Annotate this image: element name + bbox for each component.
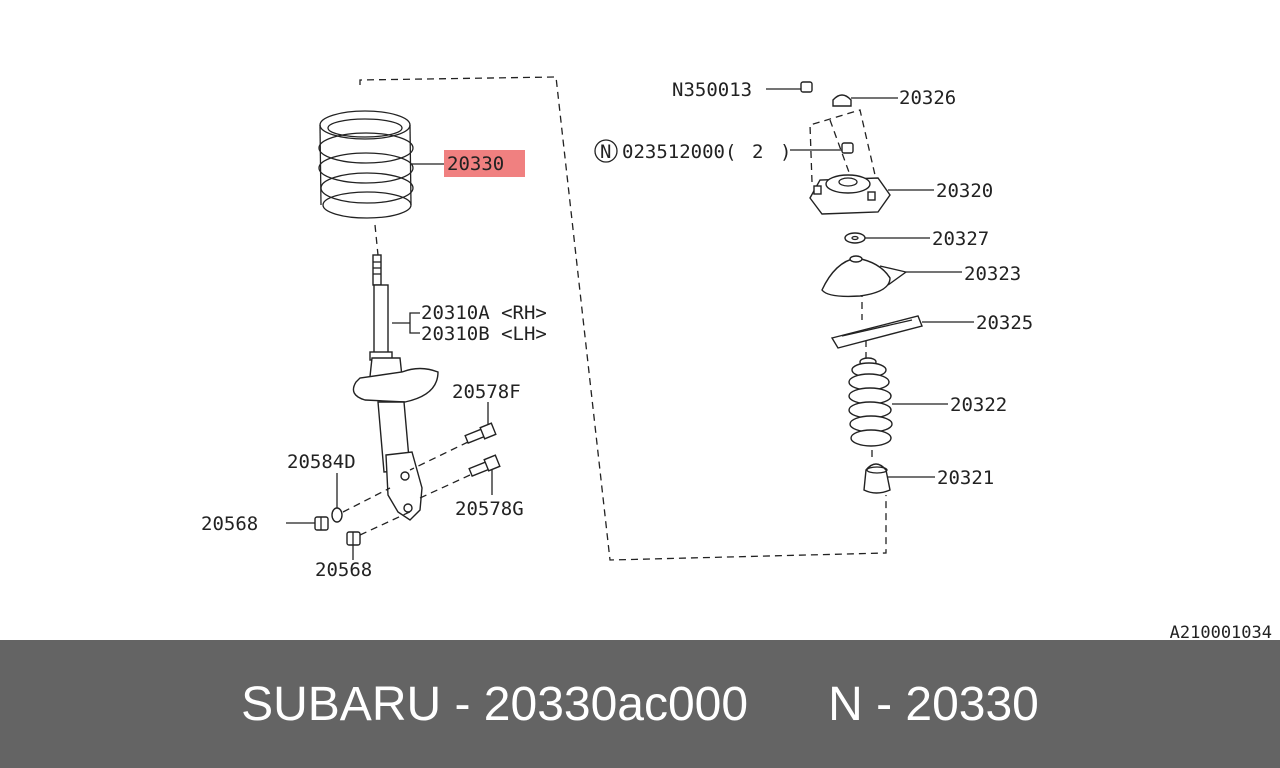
mount-bolt-guide-inner <box>829 119 851 176</box>
label-023512000-close: ) <box>780 141 791 163</box>
label-20321: 20321 <box>937 467 994 489</box>
boot-20322 <box>848 357 893 447</box>
label-20578f: 20578F <box>452 381 521 403</box>
footer-bar: SUBARU - 20330ac000 N - 20330 <box>0 640 1280 768</box>
parts-diagram: N350013 20326 N 023512000( 2 ) 20320 203… <box>201 76 1272 640</box>
label-20320: 20320 <box>936 180 993 202</box>
footer-brand-part-number: SUBARU - 20330ac000 <box>241 677 749 731</box>
bump-stop-20321 <box>863 463 891 494</box>
rubber-seat-20325 <box>830 315 923 349</box>
label-20568-left: 20568 <box>201 513 258 535</box>
label-n-circle: N <box>600 141 611 163</box>
bolt-path-f <box>409 441 469 471</box>
label-20568-bottom: 20568 <box>315 559 372 581</box>
label-n350013: N350013 <box>672 79 752 101</box>
label-20325: 20325 <box>976 312 1033 334</box>
footer-spacer <box>748 677 828 732</box>
label-20323: 20323 <box>964 263 1021 285</box>
nut-n350013 <box>800 81 813 93</box>
cap-20326 <box>832 94 852 107</box>
bolt-path-washer <box>342 487 391 513</box>
bracket-20310 <box>409 312 420 334</box>
label-20326: 20326 <box>899 87 956 109</box>
label-023512000-qty: 2 <box>752 141 763 163</box>
nut-023512000 <box>841 142 854 154</box>
diagram-reference-code: A210001034 <box>1170 623 1272 640</box>
bolt-path-g <box>419 474 471 499</box>
label-20310a: 20310A <RH> <box>421 302 547 324</box>
assembly-outline <box>359 76 887 561</box>
label-20578g: 20578G <box>455 498 524 520</box>
top-mount-20320 <box>809 174 891 215</box>
mount-bolt-guide <box>809 109 876 183</box>
label-20330: 20330 <box>447 153 504 175</box>
bolt-path-nut <box>359 509 415 536</box>
nut-20568-left <box>314 516 329 531</box>
label-023512000: 023512000( <box>622 141 736 163</box>
label-20322: 20322 <box>950 394 1007 416</box>
label-20327: 20327 <box>932 228 989 250</box>
highlight-box-20330 <box>444 150 525 177</box>
washer-20327 <box>844 232 866 244</box>
label-20584d: 20584D <box>287 451 356 473</box>
upper-seat-20323 <box>821 255 908 298</box>
nut-20568-bottom <box>346 531 361 546</box>
washer-20584d <box>331 507 343 523</box>
coil-spring <box>318 110 414 219</box>
n-circle-icon <box>594 139 618 163</box>
bolt-20578f <box>464 422 497 444</box>
strut-assembly <box>352 254 439 521</box>
bolt-20578g <box>468 454 501 477</box>
label-20310b: 20310B <LH> <box>421 323 547 345</box>
footer-oem-part-number: N - 20330 <box>828 677 1039 731</box>
spring-axis-line <box>374 224 379 256</box>
